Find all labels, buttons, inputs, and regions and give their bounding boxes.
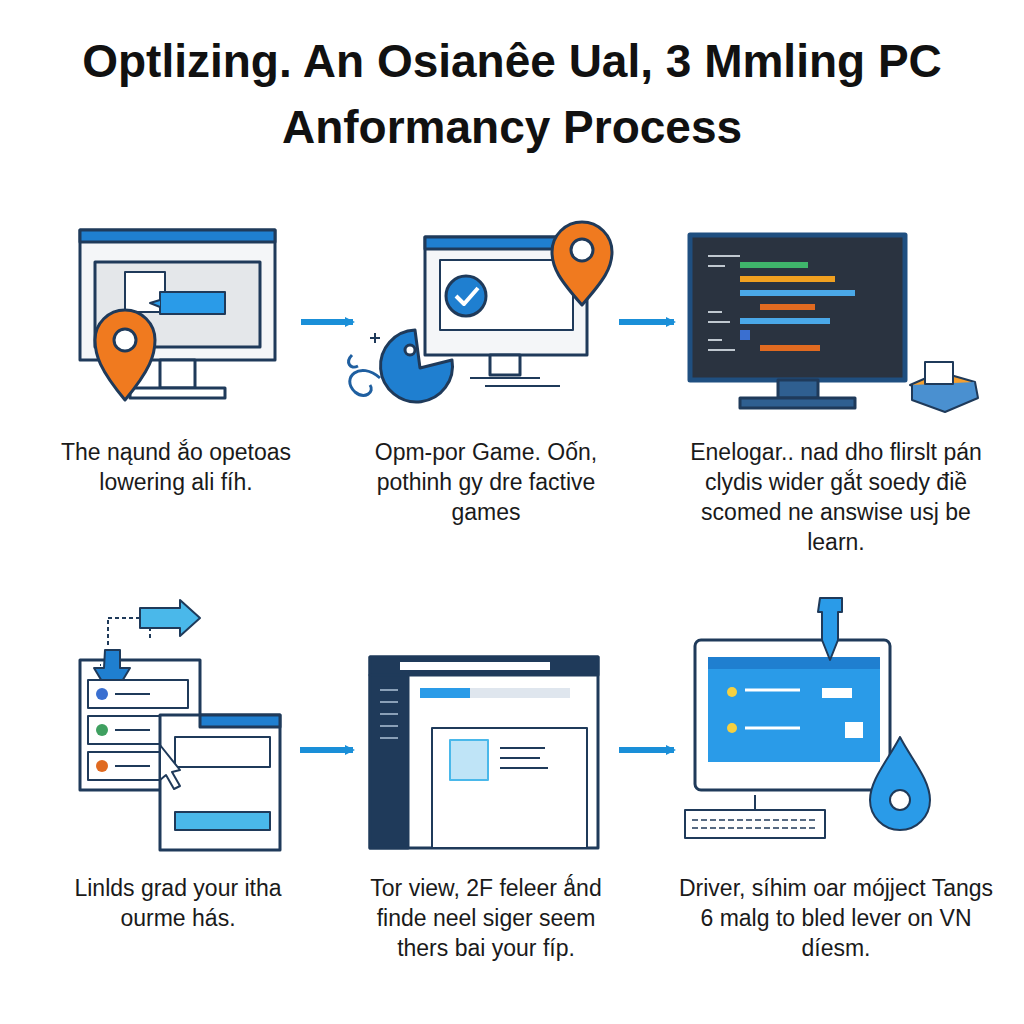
process-step: Linlds grad your itha ourme hás. — [60, 600, 296, 970]
step-caption: The nąund ắo opetoas lowering ali fíh. — [55, 437, 297, 497]
diagram-title: Optlizing. An Osianêe Ual, 3 Mmling PC A… — [20, 28, 1004, 160]
process-step: Enelogar.. nad dho flirslt pán clydis wi… — [678, 225, 994, 565]
step-caption: Tor view, 2F feleer ǻnd finde neel siger… — [357, 873, 615, 963]
step-caption: Enelogar.. nad dho flirslt pán clydis wi… — [678, 437, 994, 557]
flow-arrow — [301, 319, 353, 325]
process-step: The nąund ắo opetoas lowering ali fíh. — [55, 225, 297, 565]
step-caption: Linlds grad your itha ourme hás. — [60, 873, 296, 933]
flow-arrow — [619, 747, 674, 753]
process-step: Tor view, 2F feleer ǻnd finde neel siger… — [357, 600, 615, 970]
process-step: Opm-por Game. Oốn, pothinh gy dre factiv… — [357, 225, 615, 565]
flow-arrow — [619, 319, 674, 325]
flow-arrow — [300, 747, 353, 753]
process-step: Driver, síhim oar mójject Tangs 6 malg t… — [678, 600, 994, 970]
step-caption: Opm-por Game. Oốn, pothinh gy dre factiv… — [357, 437, 615, 527]
step-caption: Driver, síhim oar mójject Tangs 6 malg t… — [678, 873, 994, 963]
